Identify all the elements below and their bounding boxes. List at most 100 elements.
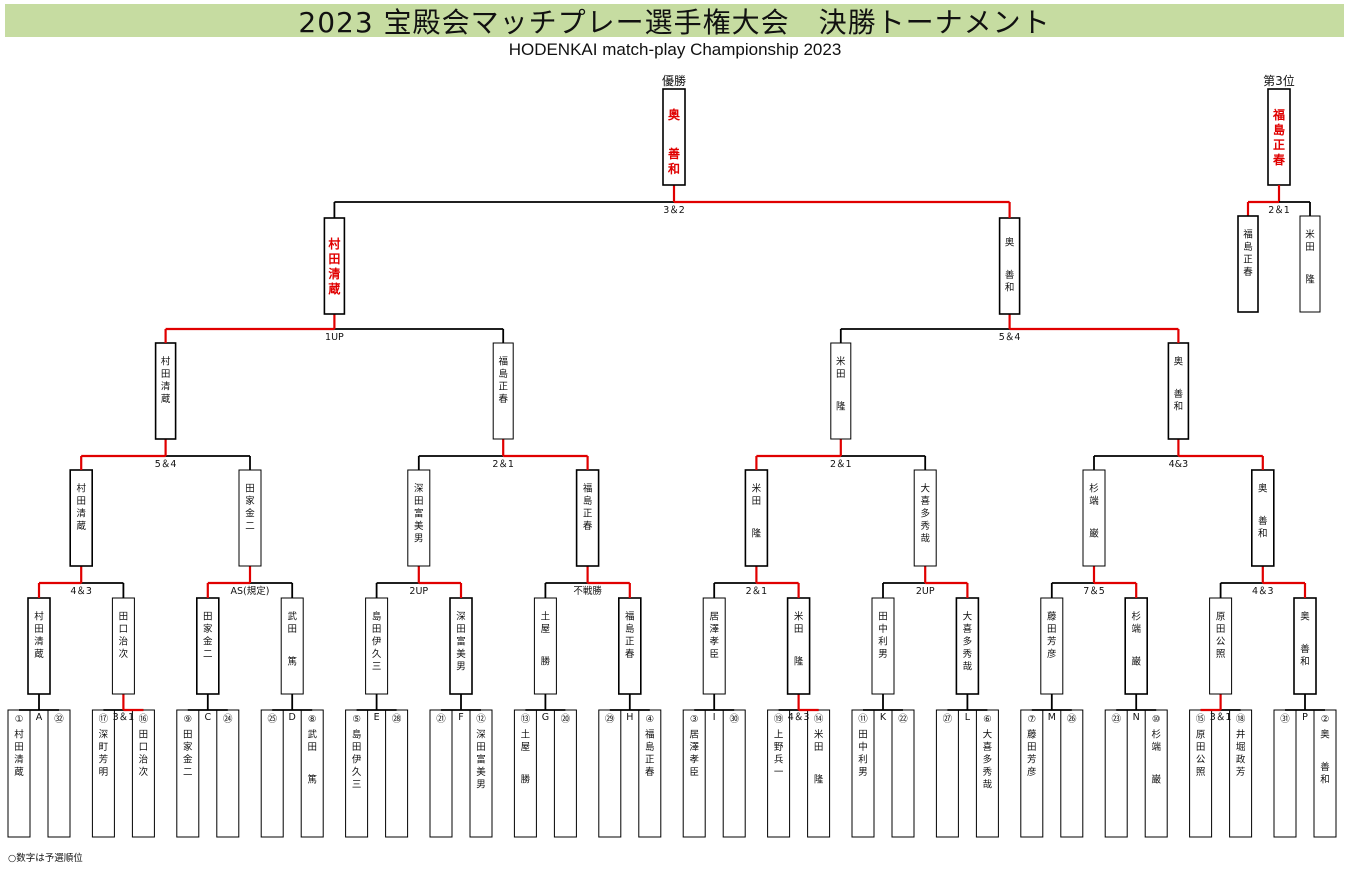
r1-player-name: 杉端巌 bbox=[1151, 729, 1161, 786]
svg-text:篤: 篤 bbox=[287, 656, 297, 668]
svg-text:臣: 臣 bbox=[709, 649, 719, 660]
svg-text:田: 田 bbox=[139, 730, 149, 741]
svg-text:田: 田 bbox=[1305, 242, 1315, 253]
r1-result: 3＆1 bbox=[1210, 712, 1232, 723]
r1-player-box bbox=[47, 709, 71, 838]
svg-text:米: 米 bbox=[814, 729, 824, 741]
svg-text:利: 利 bbox=[858, 754, 868, 766]
svg-text:照: 照 bbox=[1216, 649, 1226, 660]
svg-text:巌: 巌 bbox=[1151, 775, 1161, 786]
svg-text:居: 居 bbox=[709, 612, 719, 623]
svg-text:善: 善 bbox=[668, 146, 680, 161]
r2-player-name: 杉端巌 bbox=[1131, 611, 1141, 668]
svg-text:男: 男 bbox=[476, 780, 486, 791]
svg-text:田: 田 bbox=[76, 496, 86, 507]
svg-text:孝: 孝 bbox=[709, 637, 719, 648]
svg-text:久: 久 bbox=[352, 766, 362, 778]
svg-text:土: 土 bbox=[521, 729, 531, 741]
svg-text:隆: 隆 bbox=[752, 528, 762, 540]
svg-text:田: 田 bbox=[372, 624, 382, 635]
svg-text:田: 田 bbox=[836, 369, 846, 380]
seed-number: ㉜ bbox=[54, 714, 64, 725]
svg-text:田: 田 bbox=[307, 742, 317, 753]
svg-text:家: 家 bbox=[245, 495, 255, 507]
third-place-box bbox=[1267, 88, 1291, 186]
svg-text:蔵: 蔵 bbox=[161, 393, 171, 405]
svg-text:正: 正 bbox=[498, 382, 508, 393]
r1-player-box bbox=[1273, 709, 1297, 838]
svg-text:富: 富 bbox=[456, 636, 466, 648]
svg-text:富: 富 bbox=[414, 508, 424, 520]
svg-text:彦: 彦 bbox=[1027, 766, 1037, 778]
svg-text:芳: 芳 bbox=[1027, 754, 1037, 766]
svg-text:清: 清 bbox=[76, 508, 86, 520]
svg-text:村: 村 bbox=[328, 236, 340, 251]
svg-text:芳: 芳 bbox=[99, 754, 109, 766]
svg-text:美: 美 bbox=[456, 648, 466, 660]
seed-number: ⑲ bbox=[774, 714, 784, 725]
svg-text:金: 金 bbox=[183, 754, 193, 766]
svg-text:福: 福 bbox=[645, 729, 655, 741]
page-subtitle: HODENKAI match-play Championship 2023 bbox=[508, 40, 842, 59]
svg-text:和: 和 bbox=[1300, 657, 1310, 668]
svg-text:杉: 杉 bbox=[1089, 483, 1099, 495]
svg-text:喜: 喜 bbox=[963, 623, 973, 635]
r1-group-label: P bbox=[1302, 712, 1308, 723]
third-player-box-right bbox=[1299, 215, 1321, 313]
r1-player-name: 米田隆 bbox=[814, 729, 824, 786]
svg-text:孝: 孝 bbox=[689, 755, 699, 766]
svg-text:大: 大 bbox=[920, 483, 930, 495]
svg-text:島: 島 bbox=[1273, 122, 1285, 137]
svg-text:美: 美 bbox=[414, 520, 424, 532]
r1-player-box bbox=[1060, 709, 1084, 838]
svg-text:杉: 杉 bbox=[1131, 611, 1141, 623]
svg-text:原: 原 bbox=[1196, 730, 1206, 741]
third-player-name-right: 米田隆 bbox=[1305, 229, 1315, 286]
seed-number: ㉘ bbox=[392, 714, 402, 725]
seed-number: ⑤ bbox=[352, 714, 361, 725]
svg-text:善: 善 bbox=[1320, 761, 1330, 773]
qf-player-name: 奥善和 bbox=[1258, 483, 1268, 540]
svg-text:秀: 秀 bbox=[963, 648, 973, 660]
svg-text:哉: 哉 bbox=[963, 661, 973, 673]
seed-number: ⑯ bbox=[139, 714, 149, 725]
svg-text:多: 多 bbox=[920, 508, 930, 520]
qf-result: 5＆4 bbox=[155, 459, 177, 470]
r1-player-box bbox=[1104, 709, 1128, 838]
sf-player-name: 奥善和 bbox=[1174, 356, 1184, 413]
svg-text:田: 田 bbox=[878, 612, 888, 623]
svg-text:清: 清 bbox=[34, 636, 44, 648]
r1-player-box bbox=[216, 709, 240, 838]
svg-text:春: 春 bbox=[645, 766, 655, 778]
svg-text:清: 清 bbox=[14, 754, 24, 766]
seed-number: ⑳ bbox=[561, 714, 571, 725]
svg-text:治: 治 bbox=[139, 754, 149, 766]
r2-player-name: 土屋勝 bbox=[541, 611, 551, 668]
svg-text:田: 田 bbox=[814, 742, 824, 753]
svg-text:和: 和 bbox=[1174, 402, 1184, 413]
seed-number: ⑫ bbox=[476, 714, 486, 725]
svg-text:久: 久 bbox=[372, 648, 382, 660]
svg-text:田: 田 bbox=[203, 612, 213, 623]
r1-player-box bbox=[260, 709, 284, 838]
svg-text:村: 村 bbox=[34, 611, 44, 623]
svg-text:正: 正 bbox=[1273, 138, 1285, 152]
seed-number: ㉛ bbox=[1280, 714, 1290, 725]
svg-text:春: 春 bbox=[625, 648, 635, 660]
svg-text:田: 田 bbox=[1047, 624, 1057, 635]
r1-result: 3＆1 bbox=[113, 712, 135, 723]
seed-number: ⑬ bbox=[521, 714, 531, 725]
svg-text:奥: 奥 bbox=[1005, 237, 1015, 249]
page-title: 2023 宝殿会マッチプレー選手権大会 決勝トーナメント bbox=[298, 5, 1051, 39]
seed-number: ㉔ bbox=[223, 714, 233, 725]
